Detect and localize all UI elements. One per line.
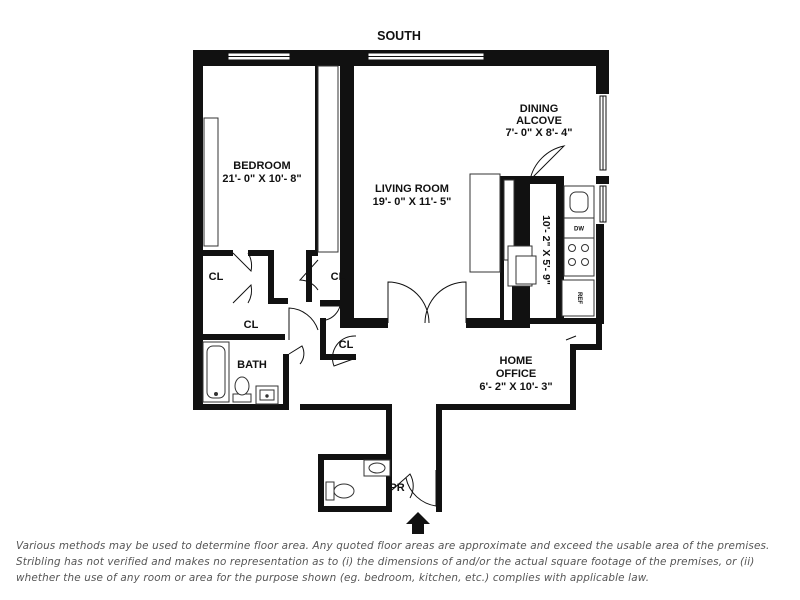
orientation-label: SOUTH: [377, 29, 421, 43]
entry-arrow-icon: [406, 512, 430, 534]
floor-plan: DW REF SOUTH BEDROOM 21'- 0" X 10'- 8" L…: [193, 29, 609, 534]
refrigerator: [561, 279, 595, 317]
dishwasher-label: DW: [574, 227, 584, 233]
bedroom-radiator: [203, 117, 219, 247]
bedroom-name: BEDROOM: [233, 160, 290, 172]
powder-door: [391, 473, 414, 499]
office-name-line1: HOME: [500, 355, 533, 367]
entry-door: [405, 470, 437, 507]
sink-basin: [569, 191, 589, 213]
dining-size: 7'- 0" X 8'- 4": [505, 127, 572, 139]
east-wall-mid: [596, 176, 609, 184]
disclaimer-text: Various methods may be used to determine…: [16, 540, 770, 584]
west-wall: [193, 50, 203, 340]
closet-label-1: CL: [209, 271, 224, 283]
closet-door-5: [331, 335, 357, 367]
bedroom-living-partition: [340, 66, 354, 302]
kitchen-wall: [596, 224, 604, 324]
tub-basin: [206, 345, 226, 399]
living-lower-wall: [466, 318, 530, 328]
closet-label-3: CL: [331, 271, 346, 283]
office-name-line2: OFFICE: [496, 368, 536, 380]
toilet: [234, 376, 250, 396]
corridor-east-wall: [436, 404, 442, 508]
bath-name: BATH: [237, 359, 267, 371]
east-wall-lower: [596, 324, 602, 350]
kitchen-size: 10'- 2" X 5'- 9": [540, 215, 552, 285]
powder-fixtures: [325, 459, 391, 501]
living-door-right: [424, 281, 467, 324]
powder-toilet: [333, 483, 355, 499]
office-size: 6'- 2" X 10'- 3": [479, 381, 552, 393]
bedroom-closet-wall: [317, 65, 339, 253]
stove: [563, 237, 595, 277]
walls: [193, 50, 609, 512]
east-wall-upper: [596, 50, 609, 94]
living-room-name: LIVING ROOM: [375, 183, 449, 195]
closet-label-2: CL: [244, 319, 259, 331]
doors: [232, 145, 577, 507]
closet-door-3: [298, 259, 319, 291]
bath-door: [288, 307, 319, 340]
dining-name-line1: DINING: [520, 103, 559, 115]
office-bottom-wall: [436, 404, 576, 410]
bedroom-size: 21'- 0" X 10'- 8": [222, 173, 301, 185]
refrigerator-label: REF: [576, 292, 582, 304]
dining-name-line2: ALCOVE: [516, 115, 562, 127]
office-door: [288, 345, 305, 365]
living-room-size: 19'- 0" X 11'- 5": [373, 196, 452, 208]
powder-toilet-tank: [325, 481, 335, 501]
kitchen-name: KITCHEN: [553, 227, 565, 274]
closet-door-1: [232, 252, 252, 273]
closet-door-4: [320, 305, 341, 321]
powder-room-name: PR: [389, 482, 404, 494]
kitchen-appliances: [561, 185, 595, 317]
living-radiator: [469, 173, 501, 273]
living-door-left: [387, 281, 430, 324]
closet-door-2: [232, 283, 252, 304]
closet-label-4: CL: [339, 339, 354, 351]
bath-fixtures: [202, 341, 279, 405]
dining-door: [529, 145, 566, 181]
